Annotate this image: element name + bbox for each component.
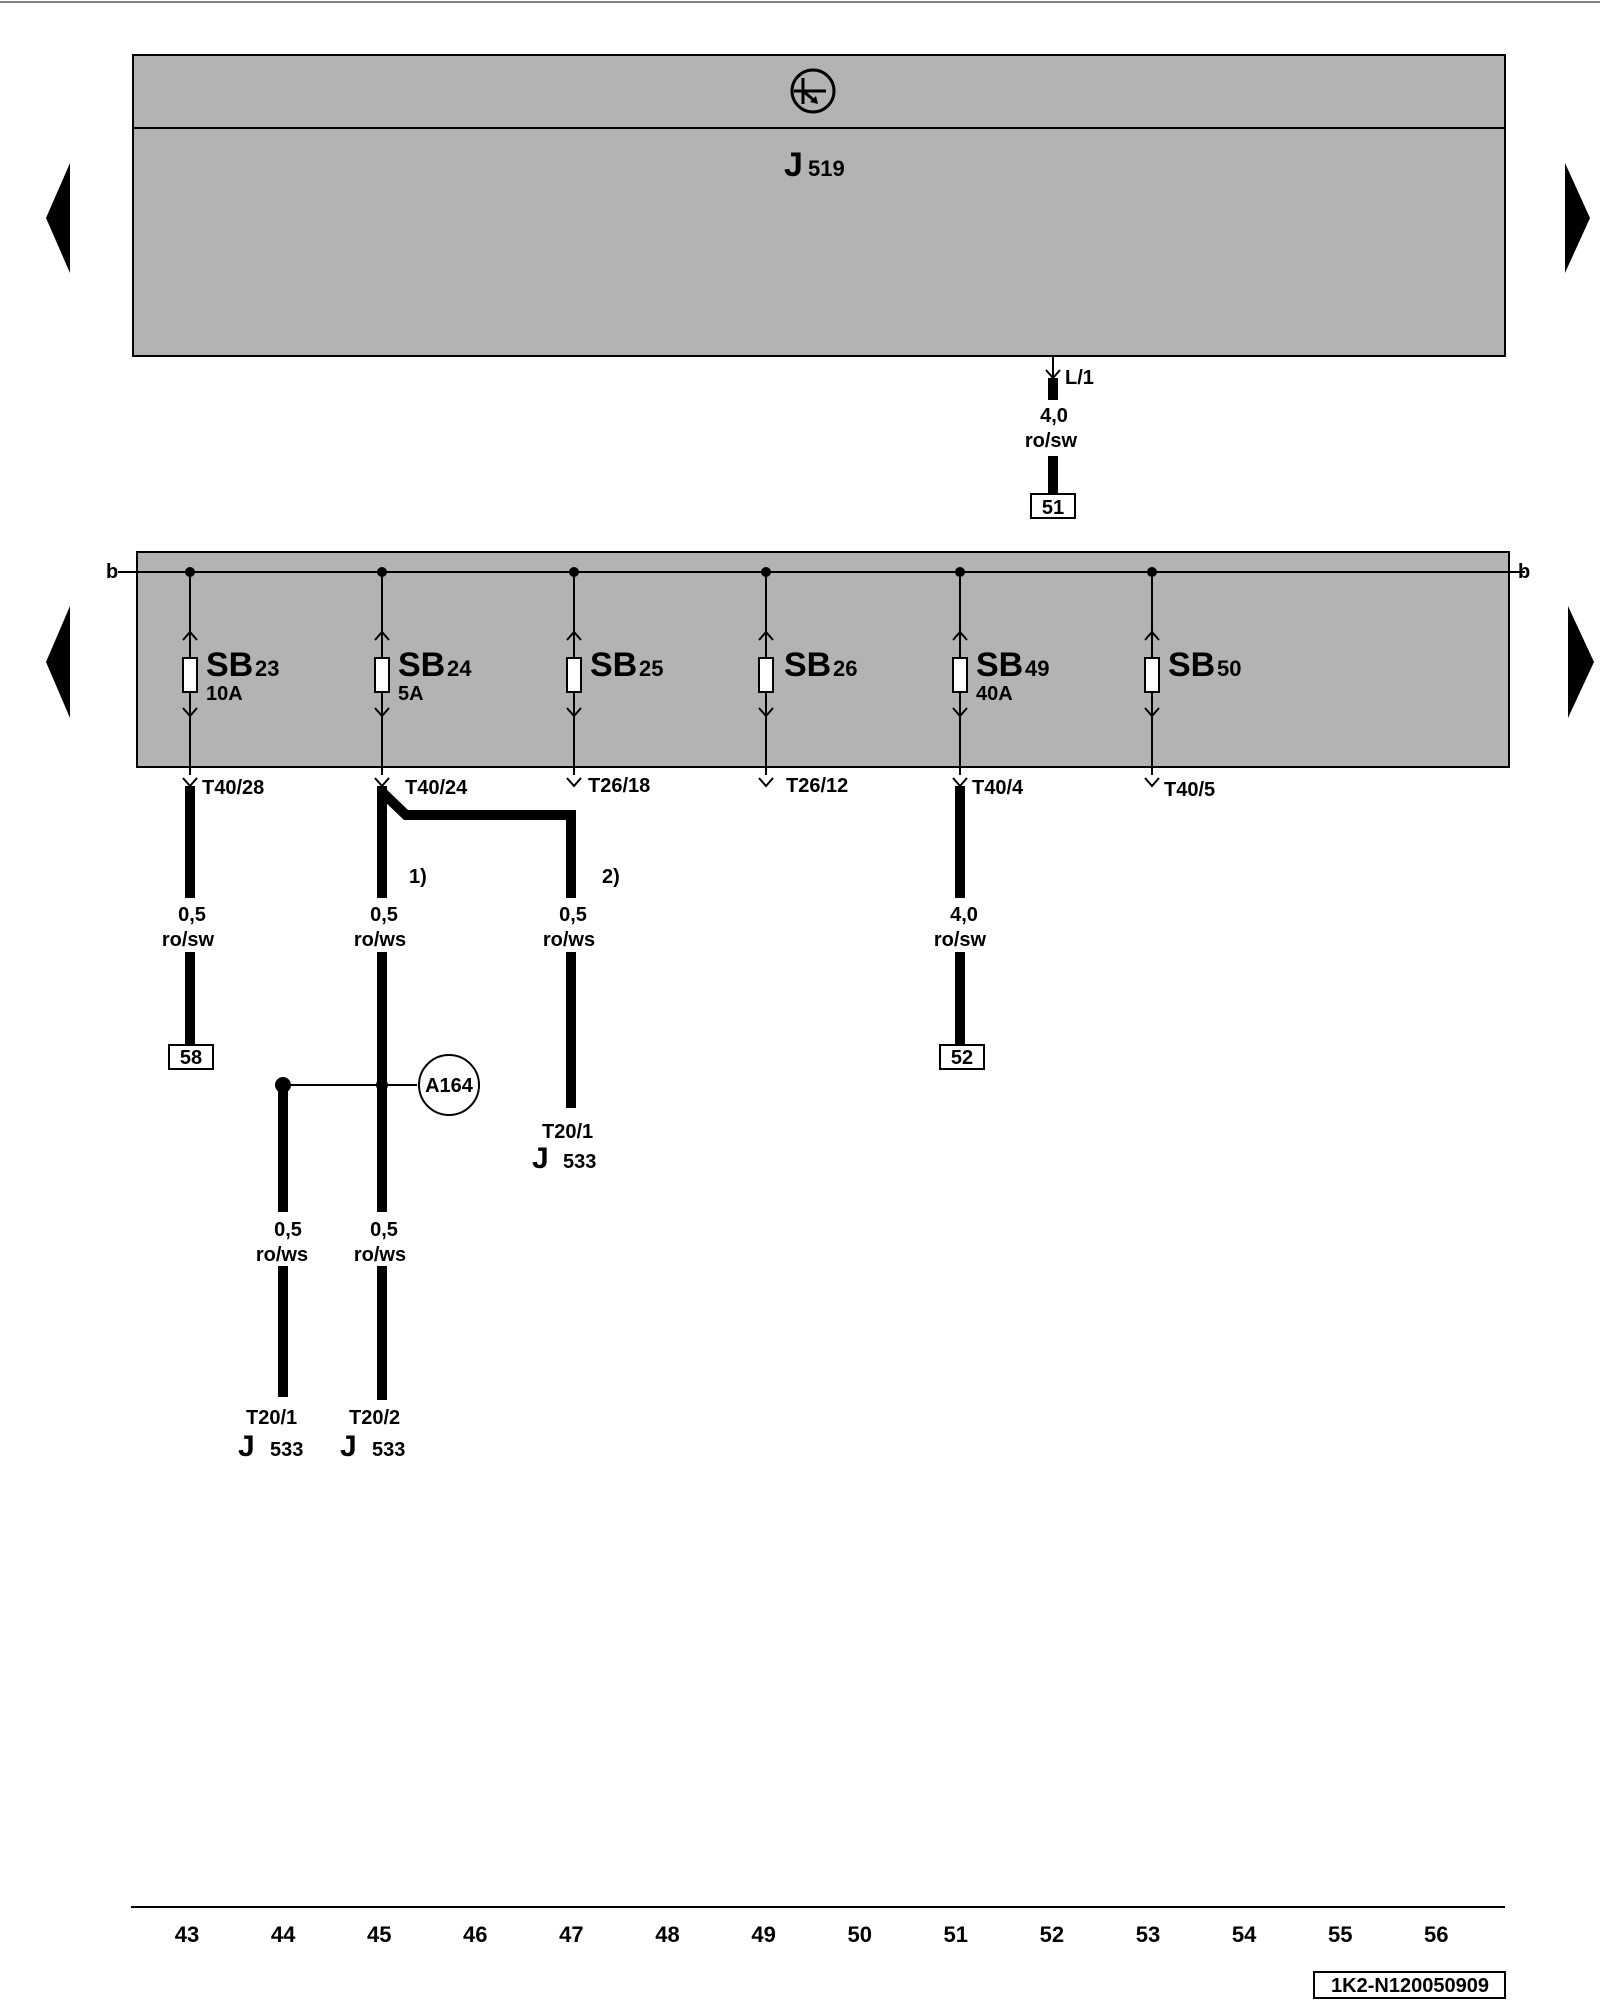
wire-center-terminal: T20/2 bbox=[349, 1407, 400, 1429]
wire-left-device: J bbox=[238, 1430, 255, 1463]
fuse-sb25-terminal: T26/18 bbox=[588, 775, 650, 797]
main-wire-color: ro/sw bbox=[1025, 430, 1078, 452]
fuse-carrier-panel bbox=[136, 551, 1510, 768]
fuse-sb24-rating: 5A bbox=[398, 683, 424, 705]
fuse-sb24 bbox=[374, 567, 390, 788]
wire-sb49-gauge: 4,0 bbox=[950, 904, 978, 926]
fuse-sb23 bbox=[182, 567, 198, 788]
fuse-sb49-name: SB bbox=[976, 646, 1023, 684]
wire-sb23-color: ro/sw bbox=[162, 929, 215, 951]
fuse-sb26 bbox=[758, 567, 774, 788]
track-number-43: 43 bbox=[175, 1922, 199, 1947]
wire-sb23-ref: 58 bbox=[180, 1047, 202, 1069]
transistor-symbol-icon bbox=[790, 68, 836, 114]
track-number-46: 46 bbox=[463, 1922, 487, 1947]
wire-center-color: ro/ws bbox=[354, 1244, 406, 1266]
fuse-sb50-number: 50 bbox=[1217, 656, 1241, 681]
prev-page-arrow-icon[interactable] bbox=[46, 606, 70, 718]
wire-sb49-color: ro/sw bbox=[934, 929, 987, 951]
fuse-sb49-terminal: T40/4 bbox=[972, 777, 1024, 799]
fuse-sb26-name: SB bbox=[784, 646, 831, 684]
wire-branch-note: 2) bbox=[602, 866, 620, 888]
fuse-sb23-name: SB bbox=[206, 646, 253, 684]
fuse-sb23-number: 23 bbox=[255, 656, 279, 681]
doc-id: 1K2-N120050909 bbox=[1331, 1975, 1489, 1997]
bus-label-right: b bbox=[1518, 561, 1530, 583]
fuse-sb49-rating: 40A bbox=[976, 683, 1013, 705]
fuse-sb50-name: SB bbox=[1168, 646, 1215, 684]
main-wire-terminal: L/1 bbox=[1065, 367, 1094, 389]
control-unit-number: 519 bbox=[808, 156, 845, 181]
wire-left-color: ro/ws bbox=[256, 1244, 308, 1266]
wire-sb24-gauge: 0,5 bbox=[370, 904, 398, 926]
wire-branch-color: ro/ws bbox=[543, 929, 595, 951]
wire-sb23-gauge: 0,5 bbox=[178, 904, 206, 926]
track-number-48: 48 bbox=[655, 1922, 679, 1947]
wire-sb24-color: ro/ws bbox=[354, 929, 406, 951]
wire-center-device: J bbox=[340, 1430, 357, 1463]
track-number-56: 56 bbox=[1424, 1922, 1448, 1947]
control-unit-panel bbox=[132, 54, 1506, 357]
fuse-sb24-terminal: T40/24 bbox=[405, 777, 468, 799]
wire-left-terminal: T20/1 bbox=[246, 1407, 297, 1429]
prev-page-arrow-icon[interactable] bbox=[46, 163, 70, 273]
fuse-sb26-terminal: T26/12 bbox=[786, 775, 848, 797]
track-number-44: 44 bbox=[271, 1922, 296, 1947]
wire-center-device-number: 533 bbox=[372, 1439, 405, 1461]
main-wire-ref: 51 bbox=[1042, 497, 1064, 519]
bus-label-left: b bbox=[106, 561, 118, 583]
wire-sb23 bbox=[168, 786, 214, 1070]
connector-a164 bbox=[275, 1054, 480, 1397]
wire-center-gauge: 0,5 bbox=[370, 1219, 398, 1241]
track-number-55: 55 bbox=[1328, 1922, 1352, 1947]
fuse-sb25 bbox=[566, 567, 582, 788]
fuse-sb49 bbox=[952, 567, 968, 788]
track-number-49: 49 bbox=[751, 1922, 775, 1947]
wire-sb24-note: 1) bbox=[409, 866, 427, 888]
wire-branch-device-number: 533 bbox=[563, 1151, 596, 1173]
wire-sb49-ref: 52 bbox=[951, 1047, 973, 1069]
wire-branch-device: J bbox=[532, 1142, 549, 1175]
wire-left-device-number: 533 bbox=[270, 1439, 303, 1461]
fuse-sb50-terminal: T40/5 bbox=[1164, 779, 1215, 801]
track-number-52: 52 bbox=[1040, 1922, 1064, 1947]
track-number-50: 50 bbox=[847, 1922, 871, 1947]
fuse-sb25-number: 25 bbox=[639, 656, 663, 681]
control-unit-name: J bbox=[784, 146, 803, 184]
track-number-45: 45 bbox=[367, 1922, 391, 1947]
next-page-arrow-icon[interactable] bbox=[1568, 606, 1594, 718]
fuse-sb23-rating: 10A bbox=[206, 683, 243, 705]
track-number-53: 53 bbox=[1136, 1922, 1160, 1947]
wire-branch-terminal: T20/1 bbox=[542, 1121, 593, 1143]
label-gap bbox=[340, 1212, 420, 1266]
fuse-sb50 bbox=[1144, 567, 1160, 788]
track-number-47: 47 bbox=[559, 1922, 583, 1947]
doc-id-box bbox=[1313, 1971, 1506, 1999]
main-supply-wire bbox=[1030, 356, 1076, 519]
track-numbers: 43 44 45 46 47 48 49 50 51 52 53 54 55 56 bbox=[175, 1922, 1449, 1947]
main-wire-gauge: 4,0 bbox=[1040, 405, 1068, 427]
fuse-sb24-name: SB bbox=[398, 646, 445, 684]
fuse-sb24-number: 24 bbox=[447, 656, 472, 681]
track-number-51: 51 bbox=[944, 1922, 968, 1947]
wire-branch-gauge: 0,5 bbox=[559, 904, 587, 926]
fuse-sb49-number: 49 bbox=[1025, 656, 1049, 681]
wire-sb49 bbox=[939, 786, 985, 1070]
fuse-sb23-terminal: T40/28 bbox=[202, 777, 264, 799]
track-number-54: 54 bbox=[1232, 1922, 1257, 1947]
fuse-sb25-name: SB bbox=[590, 646, 637, 684]
next-page-arrow-icon[interactable] bbox=[1565, 163, 1590, 273]
connector-label: A164 bbox=[425, 1075, 474, 1097]
fuse-sb26-number: 26 bbox=[833, 656, 857, 681]
wire-left-gauge: 0,5 bbox=[274, 1219, 302, 1241]
